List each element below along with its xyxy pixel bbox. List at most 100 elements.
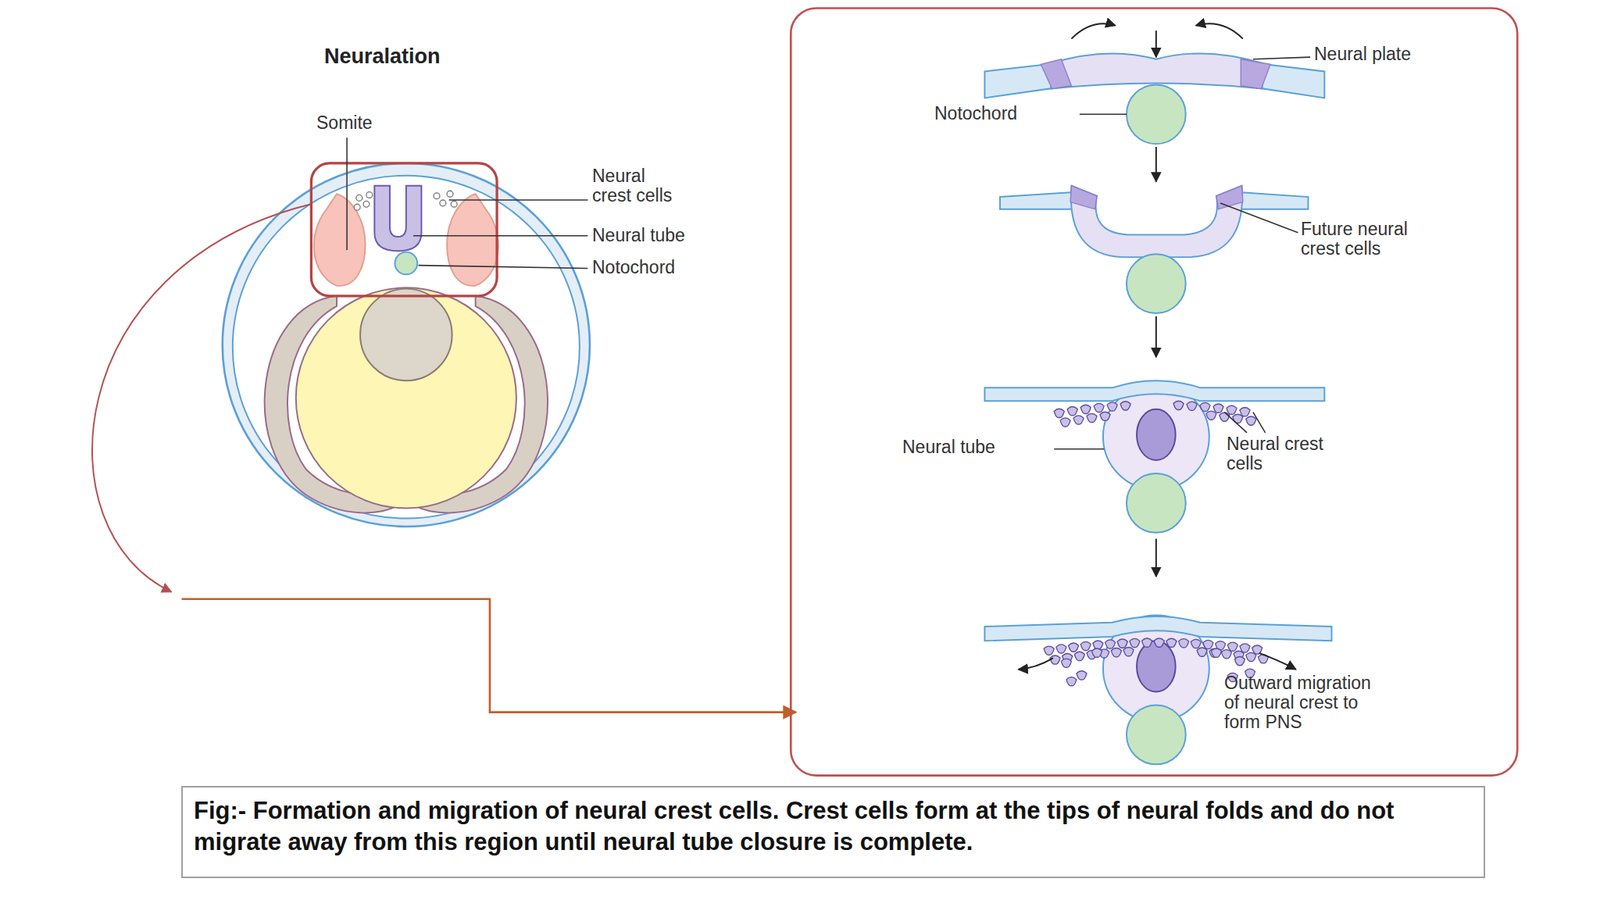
- crest-cell: [1219, 412, 1230, 422]
- part-label: Neural plate: [1314, 44, 1411, 65]
- notochord-shape: [1126, 84, 1186, 144]
- zoom-box: [310, 163, 497, 297]
- ectoderm-outline: [222, 163, 590, 527]
- crest-cell: [1056, 644, 1067, 654]
- part-label: Notochord: [592, 257, 675, 278]
- ectoderm-band: [1000, 192, 1082, 210]
- crest-cell: [1252, 645, 1263, 654]
- crest-cell: [1107, 402, 1118, 411]
- somite-shape: [314, 193, 366, 286]
- crest-dot: [356, 194, 363, 201]
- crest-cell: [1092, 648, 1103, 658]
- somite-shape: [446, 193, 499, 286]
- part-label: Neural tube: [902, 437, 996, 458]
- crest-cell: [1110, 648, 1122, 658]
- neural-tube-shape: [374, 185, 422, 252]
- crest-zone: [1216, 185, 1243, 210]
- crest-cell: [1120, 401, 1131, 411]
- zoom-panel: [790, 7, 1518, 775]
- notochord-shape: [1126, 253, 1186, 314]
- crest-cell: [1227, 642, 1238, 651]
- leader-line: [346, 137, 348, 250]
- crest-cell: [1234, 656, 1245, 665]
- zoom-arrow: [92, 203, 311, 592]
- crest-cell: [1086, 413, 1097, 422]
- crest-cell: [1066, 677, 1077, 686]
- crest-cell: [1142, 638, 1153, 647]
- leader-line: [1079, 114, 1127, 116]
- step-arrow: [1155, 539, 1158, 577]
- crest-cell: [1206, 410, 1217, 420]
- crest-cell: [1178, 639, 1190, 648]
- crest-cell: [1239, 643, 1250, 653]
- notochord-shape: [1126, 705, 1186, 765]
- crest-dots: [353, 190, 458, 211]
- crest-cell: [1166, 638, 1177, 647]
- step-arrow: [1155, 146, 1158, 182]
- part-label: Notochord: [934, 103, 1018, 124]
- crest-cell: [1093, 403, 1104, 412]
- crest-cell: [1123, 647, 1134, 657]
- leader-line: [449, 199, 589, 201]
- part-label: Outward migration of neural crest to for…: [1224, 673, 1381, 733]
- crest-cell: [1067, 407, 1078, 416]
- crest-cell: [1076, 671, 1087, 680]
- gut: [360, 289, 453, 382]
- ectoderm-band: [984, 616, 1332, 641]
- crest-cell: [1190, 639, 1201, 648]
- fold-arrow: [1155, 30, 1158, 58]
- crest-cell: [1068, 642, 1079, 652]
- figure-caption: Fig:- Formation and migration of neural …: [181, 785, 1486, 879]
- notochord-shape: [394, 252, 418, 275]
- migration-arrow: [1259, 653, 1297, 670]
- zoom-connector: [181, 599, 796, 713]
- crest-cell: [1210, 648, 1222, 658]
- crest-cell: [1117, 639, 1128, 648]
- ectoderm-band: [984, 380, 1325, 401]
- part-label: Neural crest cells: [592, 166, 680, 206]
- crest-dot: [450, 200, 458, 208]
- crest-zone: [1070, 185, 1097, 210]
- migration-arrow: [1018, 657, 1054, 669]
- crest-cell: [1060, 658, 1072, 668]
- leader-line: [1220, 203, 1298, 233]
- leader-line: [413, 235, 588, 237]
- fold-arrow: [1071, 23, 1115, 39]
- part-label: Future neural crest cells: [1300, 219, 1426, 259]
- neural-groove-shape: [1071, 185, 1243, 258]
- fold-arrow: [1196, 23, 1243, 39]
- leader-line: [1224, 412, 1247, 433]
- part-label: Neural crest cells: [1226, 434, 1336, 474]
- crest-cell: [1129, 638, 1140, 647]
- crest-cell: [1246, 652, 1257, 661]
- crest-cell: [1073, 415, 1084, 425]
- crest-cell: [1080, 641, 1091, 650]
- neural-plate-shape: [1050, 53, 1262, 89]
- crest-cell: [1246, 416, 1257, 425]
- step-arrow: [1155, 316, 1158, 358]
- crest-cell: [1105, 639, 1116, 649]
- crest-cell: [1053, 408, 1065, 418]
- crest-cell: [1043, 646, 1054, 655]
- crest-dot: [446, 190, 454, 197]
- leader-lines: [346, 137, 588, 268]
- crest-zone: [1240, 59, 1271, 90]
- crest-cell: [1213, 403, 1224, 413]
- notochord-shape: [1126, 473, 1186, 533]
- crest-zone: [1040, 59, 1072, 90]
- crest-dot: [363, 200, 370, 208]
- crest-dot: [433, 192, 440, 200]
- leader-line: [1253, 57, 1311, 60]
- crest-dot: [366, 192, 373, 199]
- crest-cell: [1221, 650, 1232, 659]
- diagram-title: Neuralation: [324, 44, 441, 69]
- crest-cell: [1100, 411, 1111, 421]
- embryo-cross-section: [222, 137, 590, 527]
- crest-cell: [1074, 651, 1085, 661]
- crest-cell: [1203, 639, 1214, 649]
- tube-lumen: [1136, 640, 1176, 692]
- crest-cell: [1153, 638, 1165, 647]
- yolk: [296, 287, 517, 508]
- part-label: Neural tube: [592, 225, 686, 246]
